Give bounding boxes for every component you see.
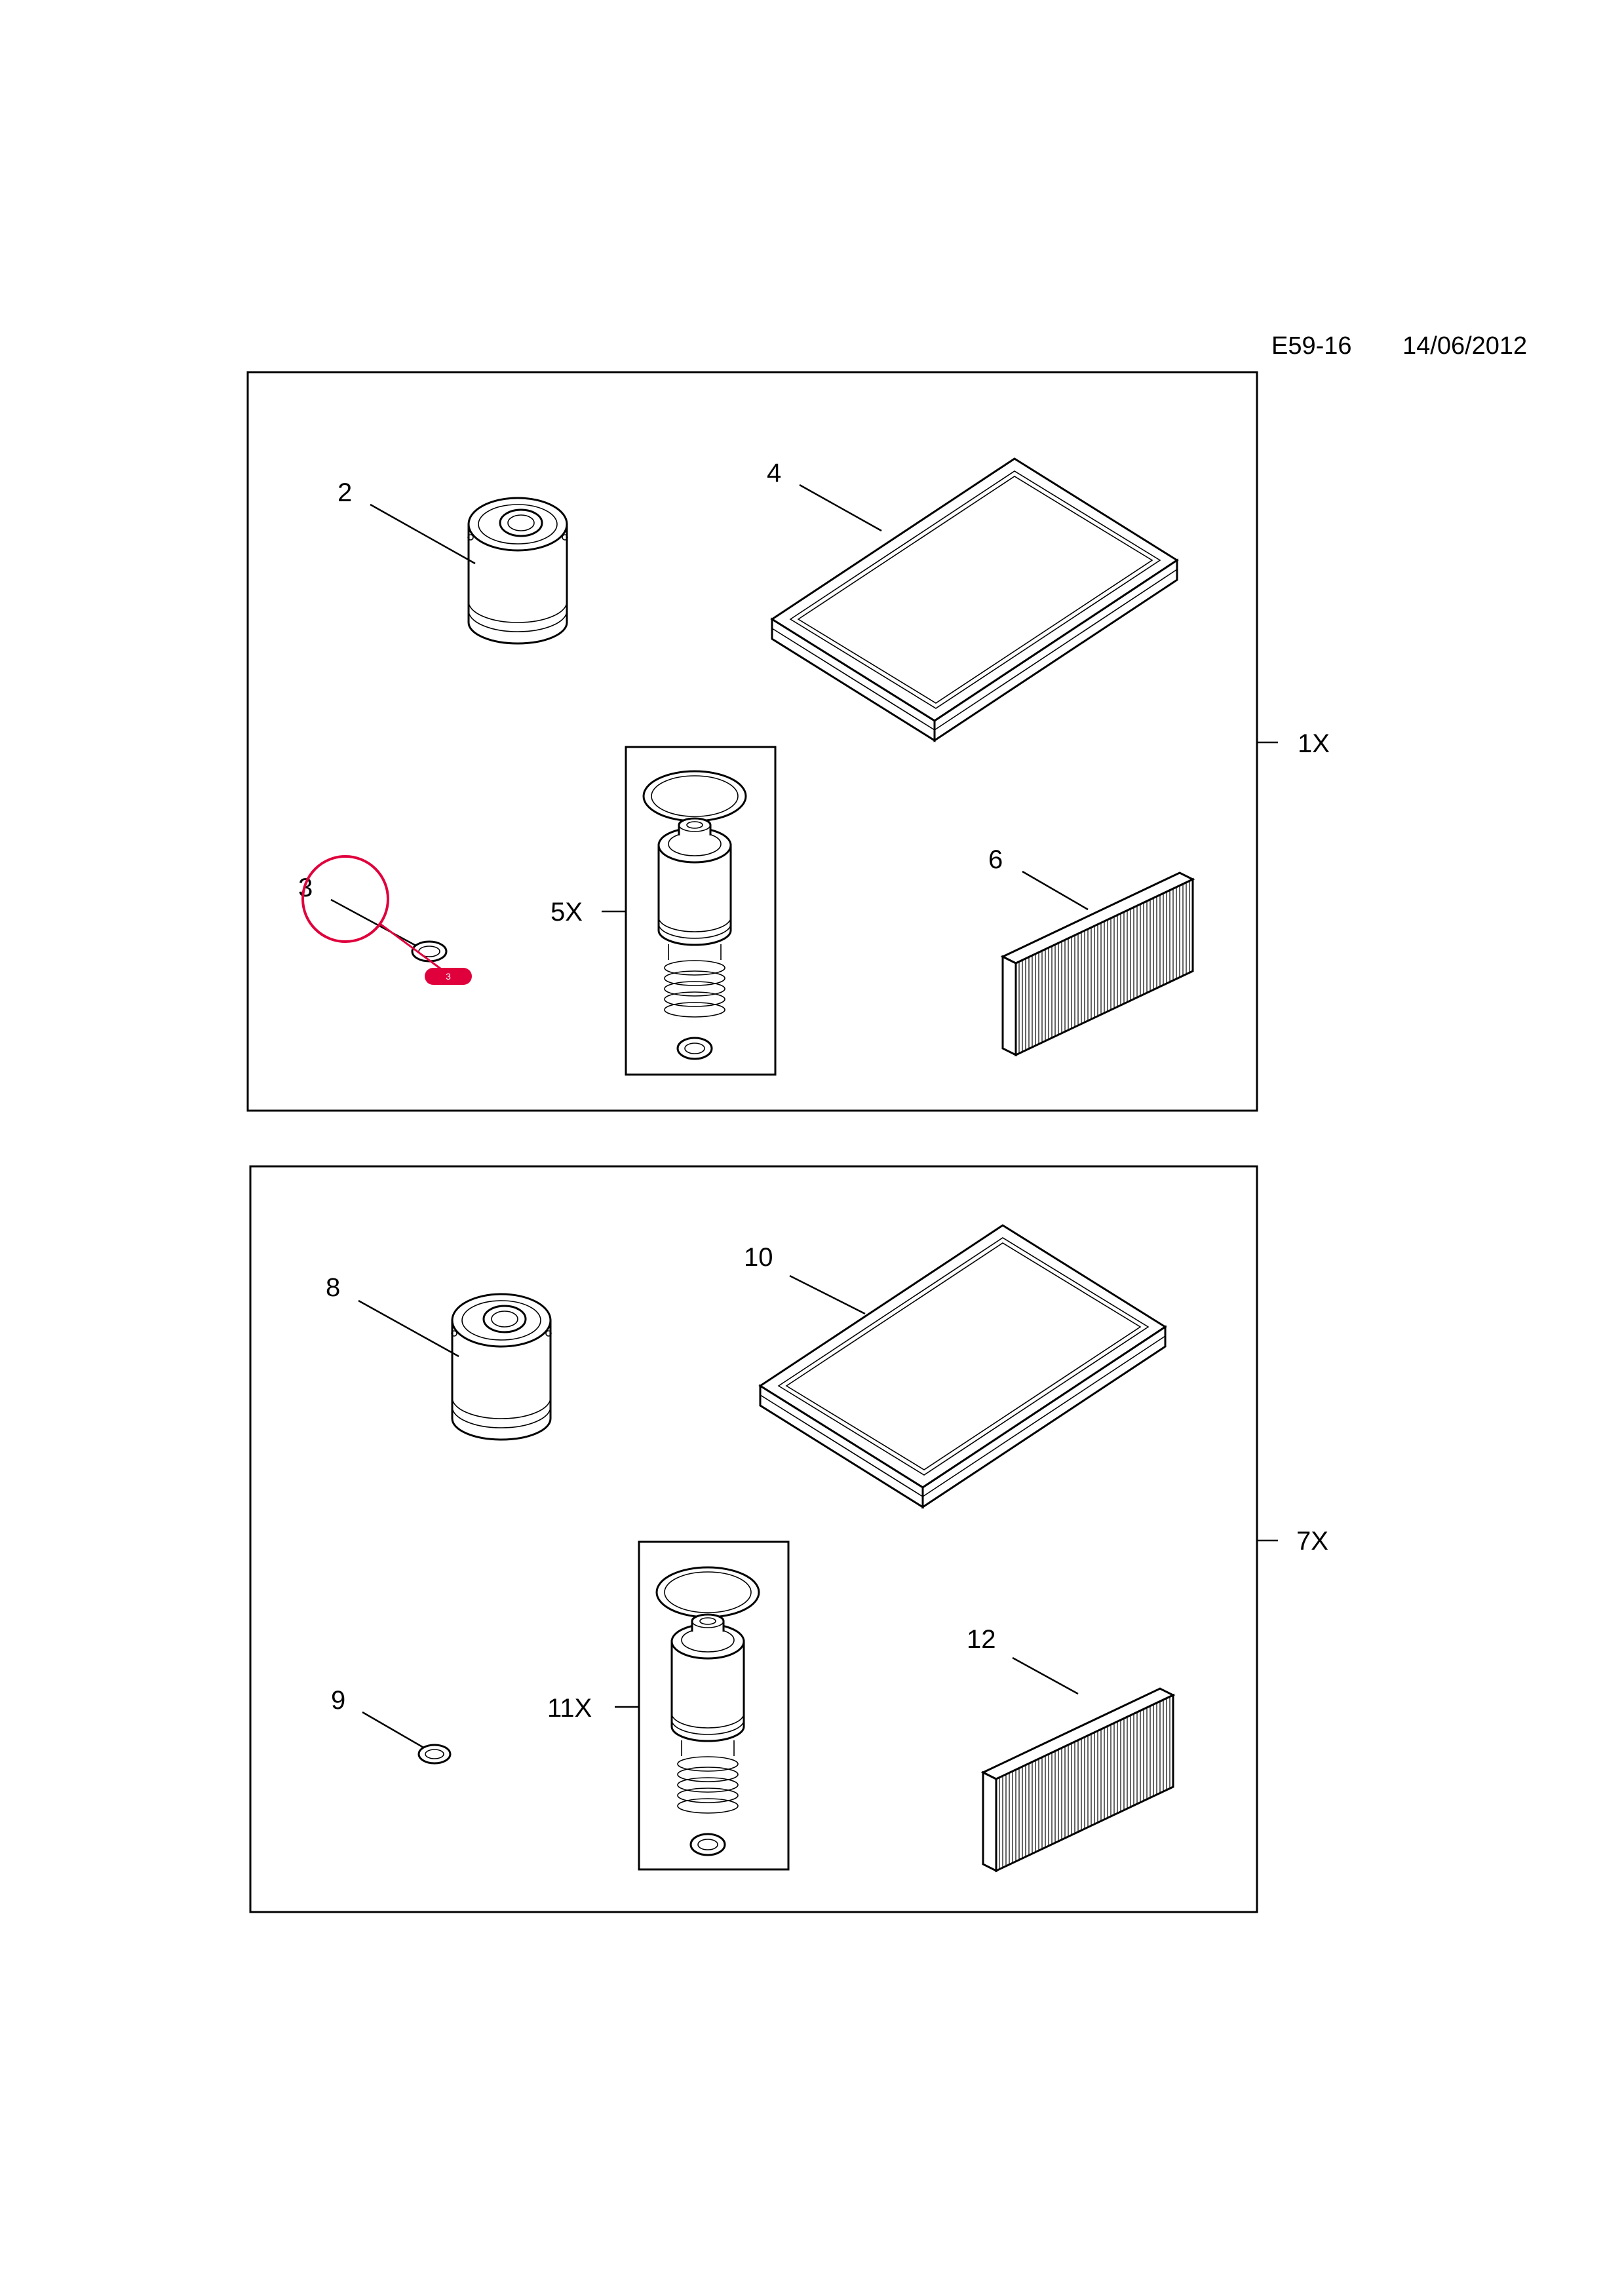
leader-washer bbox=[362, 1711, 425, 1750]
highlight-badge-text: 3 bbox=[446, 971, 451, 982]
callout-air-filter[interactable]: 10 bbox=[744, 1243, 773, 1272]
callout-oil-filter[interactable]: 2 bbox=[338, 478, 352, 507]
highlight-badge[interactable] bbox=[425, 968, 472, 985]
oil-filter-part[interactable] bbox=[450, 1293, 552, 1441]
fuel-filter-kit-part[interactable] bbox=[642, 770, 747, 1060]
panel-1-qty: 1X bbox=[1298, 729, 1330, 758]
leader-cabin-filter bbox=[1022, 870, 1089, 911]
leader-air-filter bbox=[799, 484, 882, 532]
leader-oil-filter bbox=[370, 503, 476, 565]
callout-cabin-filter[interactable]: 12 bbox=[967, 1625, 996, 1654]
callout-fuel-kit[interactable]: 11X bbox=[547, 1694, 592, 1723]
fuel-filter-kit-part[interactable] bbox=[655, 1566, 760, 1856]
cabin-filter-part[interactable] bbox=[1001, 871, 1194, 1056]
panel-2: 7X 8 10 11X 12 9 bbox=[249, 1165, 1328, 1913]
leader-washer bbox=[330, 898, 420, 949]
callout-fuel-kit[interactable]: 5X bbox=[551, 898, 583, 927]
highlight-ring bbox=[301, 855, 389, 943]
air-filter-part[interactable] bbox=[771, 457, 1178, 742]
fuel-kit-box bbox=[638, 1540, 790, 1871]
diagram-date: 14/06/2012 bbox=[1402, 332, 1527, 360]
callout-oil-filter[interactable]: 8 bbox=[326, 1273, 340, 1302]
callout-air-filter[interactable]: 4 bbox=[767, 459, 781, 488]
leader-cabin-filter bbox=[1012, 1656, 1079, 1695]
panel-2-qty: 7X bbox=[1296, 1527, 1328, 1556]
oil-filter-part[interactable] bbox=[467, 497, 569, 645]
panel-1: 1X 2 4 5X 6 3 bbox=[246, 371, 1330, 1112]
air-filter-part[interactable] bbox=[759, 1224, 1167, 1508]
leader-oil-filter bbox=[358, 1299, 459, 1358]
leader-air-filter bbox=[789, 1274, 866, 1315]
callout-washer[interactable]: 9 bbox=[331, 1686, 345, 1715]
callout-cabin-filter[interactable]: 6 bbox=[988, 845, 1003, 874]
highlight-pointer bbox=[379, 923, 446, 974]
panel-1-frame bbox=[246, 371, 1258, 1112]
highlight-marker[interactable]: 3 bbox=[301, 855, 472, 985]
diagram-reference: E59-16 bbox=[1271, 332, 1352, 360]
cabin-filter-part[interactable] bbox=[982, 1687, 1174, 1872]
washer-part[interactable] bbox=[417, 1744, 452, 1765]
panel-2-frame bbox=[249, 1165, 1258, 1913]
